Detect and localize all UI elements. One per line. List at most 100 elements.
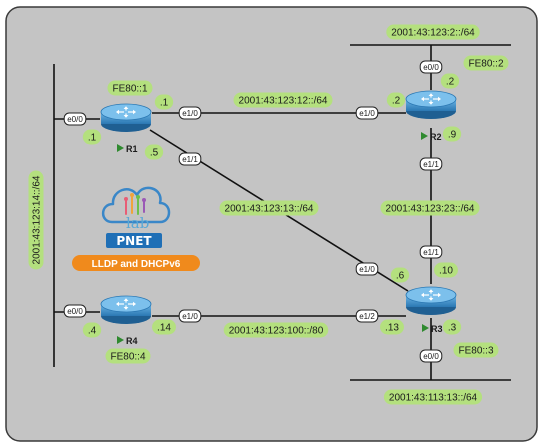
router-icon[interactable] (405, 286, 457, 316)
address-labels: FE80::1 FE80::2 FE80::3 FE80::4 2001:43:… (28, 24, 509, 405)
cloud-icon (101, 186, 171, 224)
subnet-r3-r4-label: 2001:43:123:100::/80 (223, 322, 329, 338)
logo-badge (106, 233, 162, 248)
r2-e10-host-id: .2 (386, 92, 406, 108)
router-name-r3: R3 (422, 324, 443, 334)
title-pill (72, 255, 200, 271)
router-name-r4: R4 (117, 336, 138, 346)
r3-e11-interface[interactable]: e1/1 (419, 245, 443, 259)
svg-text:e0/0: e0/0 (423, 63, 439, 72)
r1-e11-host-id: .5 (144, 144, 164, 160)
svg-text:.10: .10 (439, 266, 453, 277)
svg-text:FE80::2: FE80::2 (468, 59, 503, 70)
svg-text:.13: .13 (385, 323, 399, 334)
router-r3[interactable] (405, 286, 457, 316)
r1-e10-interface[interactable]: e1/0 (178, 106, 202, 120)
svg-text:e1/0: e1/0 (359, 109, 375, 118)
router-icon[interactable] (100, 103, 152, 133)
router-label: R3 (431, 324, 443, 334)
svg-text:2001:43:123:2::/64: 2001:43:123:2::/64 (391, 28, 475, 39)
r3-e00-interface[interactable]: e0/0 (419, 349, 443, 363)
r3-e12-host-id: .13 (380, 319, 404, 335)
svg-text:2001:43:123:13::/64: 2001:43:123:13::/64 (225, 204, 314, 215)
interface-labels: e0/0 e1/0 e1/1 e1/0 e0/0 e1/1 e1/1 e1/0 … (63, 60, 443, 363)
svg-text:e0/0: e0/0 (423, 352, 439, 361)
svg-text:.3: .3 (448, 323, 457, 334)
r3-e11-host-id: .10 (434, 262, 458, 278)
svg-text:e1/1: e1/1 (423, 160, 439, 169)
r1-e11-interface[interactable]: e1/1 (178, 152, 202, 166)
subnet-r2-lan-label: 2001:43:123:2::/64 (386, 24, 480, 40)
r2-e11-host-id: .9 (442, 126, 462, 142)
svg-text:2001:43:123:100::/80: 2001:43:123:100::/80 (229, 326, 324, 337)
router-label: R4 (126, 336, 138, 346)
r3-link-local-label: FE80::3 (453, 342, 499, 358)
r4-e00-interface[interactable]: e0/0 (63, 304, 87, 318)
r3-e10-interface[interactable]: e1/0 (355, 262, 379, 276)
svg-text:.6: .6 (396, 271, 405, 282)
subnet-r3-lan-label: 2001:43:113:13::/64 (383, 389, 483, 405)
svg-text:.14: .14 (157, 323, 171, 334)
router-name-r1: R1 (117, 144, 138, 154)
svg-text:e0/0: e0/0 (67, 307, 83, 316)
play-arrow-icon (117, 336, 124, 344)
svg-text:.1: .1 (88, 133, 97, 144)
r1-e10-host-id: .1 (154, 94, 174, 110)
subnet-left-lan-label: 2001:43:123:14::/64 (28, 170, 44, 270)
r2-e10-interface[interactable]: e1/0 (355, 106, 379, 120)
r2-e00-interface[interactable]: e0/0 (419, 60, 443, 74)
router-label: R2 (430, 132, 442, 142)
r3-e10-host-id: .6 (390, 267, 410, 283)
svg-text:e1/1: e1/1 (423, 248, 439, 257)
svg-text:e1/0: e1/0 (182, 109, 198, 118)
svg-text:.1: .1 (160, 98, 169, 109)
svg-text:2001:43:123:14::/64: 2001:43:123:14::/64 (32, 175, 43, 264)
r1-e00-interface[interactable]: e0/0 (63, 112, 87, 126)
r1-e00-host-id: .1 (82, 129, 102, 145)
r2-e00-host-id: .2 (440, 73, 460, 89)
svg-text:2001:43:113:13::/64: 2001:43:113:13::/64 (389, 393, 478, 404)
r4-e10-host-id: .14 (152, 319, 176, 335)
r3-e00-host-id: .3 (442, 319, 462, 335)
router-r2[interactable] (405, 90, 457, 120)
svg-text:.2: .2 (446, 77, 455, 88)
play-arrow-icon (421, 132, 428, 140)
canvas-background (5, 6, 538, 442)
subnet-r1-r3-label: 2001:43:123:13::/64 (219, 200, 319, 216)
lab-title-banner: LLDP and DHCPv6 (72, 255, 200, 271)
router-r1[interactable] (100, 103, 152, 133)
svg-text:.4: .4 (88, 326, 97, 337)
svg-text:e1/1: e1/1 (182, 155, 198, 164)
svg-text:FE80::1: FE80::1 (112, 84, 147, 95)
svg-text:.2: .2 (392, 96, 401, 107)
router-r4[interactable] (100, 295, 152, 325)
r2-link-local-label: FE80::2 (463, 55, 509, 71)
svg-text:e1/2: e1/2 (359, 312, 375, 321)
router-name-r2: R2 (421, 132, 442, 142)
svg-text:2001:43:123:12::/64: 2001:43:123:12::/64 (239, 96, 328, 107)
router-icon[interactable] (100, 295, 152, 325)
logo-brand-text: PNET (116, 234, 152, 248)
subnet-r1-r2-label: 2001:43:123:12::/64 (233, 92, 333, 108)
r4-e00-host-id: .4 (82, 322, 102, 338)
r1-link-local-label: FE80::1 (107, 80, 153, 96)
svg-text:.9: .9 (448, 130, 457, 141)
logo-lab-text: lab (126, 214, 149, 232)
router-label: R1 (126, 144, 138, 154)
subnet-r2-r3-label: 2001:43:123:23::/64 (380, 200, 480, 216)
r4-link-local-label: FE80::4 (105, 348, 151, 364)
r3-e12-interface[interactable]: e1/2 (355, 309, 379, 323)
svg-text:.5: .5 (150, 148, 159, 159)
svg-text:e1/0: e1/0 (359, 265, 375, 274)
svg-text:e1/0: e1/0 (182, 312, 198, 321)
r2-e11-interface[interactable]: e1/1 (419, 157, 443, 171)
svg-text:FE80::4: FE80::4 (110, 352, 145, 363)
router-icon[interactable] (405, 90, 457, 120)
play-arrow-icon (117, 144, 124, 152)
pnet-logo: lab PNET (101, 186, 171, 248)
svg-text:e0/0: e0/0 (67, 115, 83, 124)
play-arrow-icon (422, 324, 429, 332)
r4-e10-interface[interactable]: e1/0 (178, 309, 202, 323)
